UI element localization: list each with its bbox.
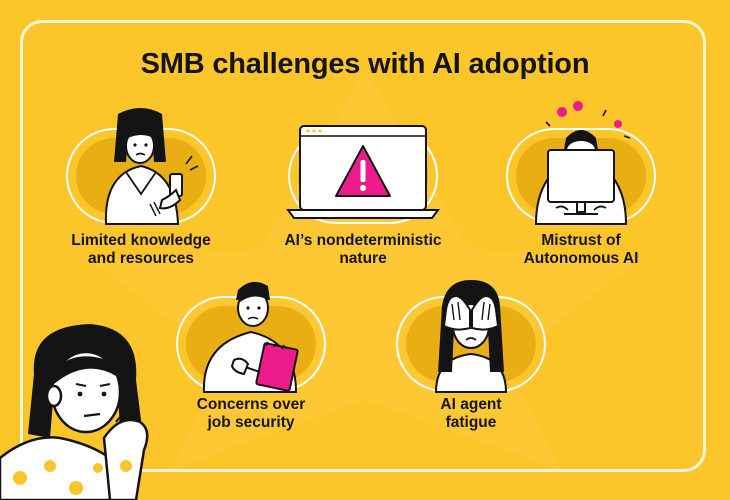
label-job-security: Concerns over job security <box>151 396 351 432</box>
label-line: Autonomous AI <box>523 250 639 267</box>
label-line: Limited knowledge <box>71 232 211 249</box>
label-nondeterministic: AI’s nondeterministic nature <box>263 232 463 268</box>
covering-eyes-icon <box>434 280 508 393</box>
label-line: Concerns over <box>196 396 306 413</box>
content-frame <box>20 20 706 472</box>
worried-person-notepad-icon <box>202 281 299 393</box>
laptop-warning-icon <box>286 125 440 219</box>
person-monitor-icon <box>534 101 631 225</box>
page-title: SMB challenges with AI adoption <box>140 48 590 80</box>
label-agent-fatigue: AI agent fatigue <box>371 396 571 432</box>
label-line: and resources <box>88 250 194 267</box>
label-line: AI’s nondeterministic <box>284 232 442 249</box>
woman-phone-icon <box>104 108 199 225</box>
thinking-woman-illustration <box>0 324 149 500</box>
label-limited-knowledge: Limited knowledge and resources <box>41 232 241 268</box>
label-mistrust: Mistrust of Autonomous AI <box>481 232 681 268</box>
label-line: nature <box>339 250 387 267</box>
label-line: AI agent <box>440 396 502 413</box>
label-line: job security <box>207 414 295 431</box>
label-line: fatigue <box>445 414 497 431</box>
label-line: Mistrust of <box>541 232 621 249</box>
